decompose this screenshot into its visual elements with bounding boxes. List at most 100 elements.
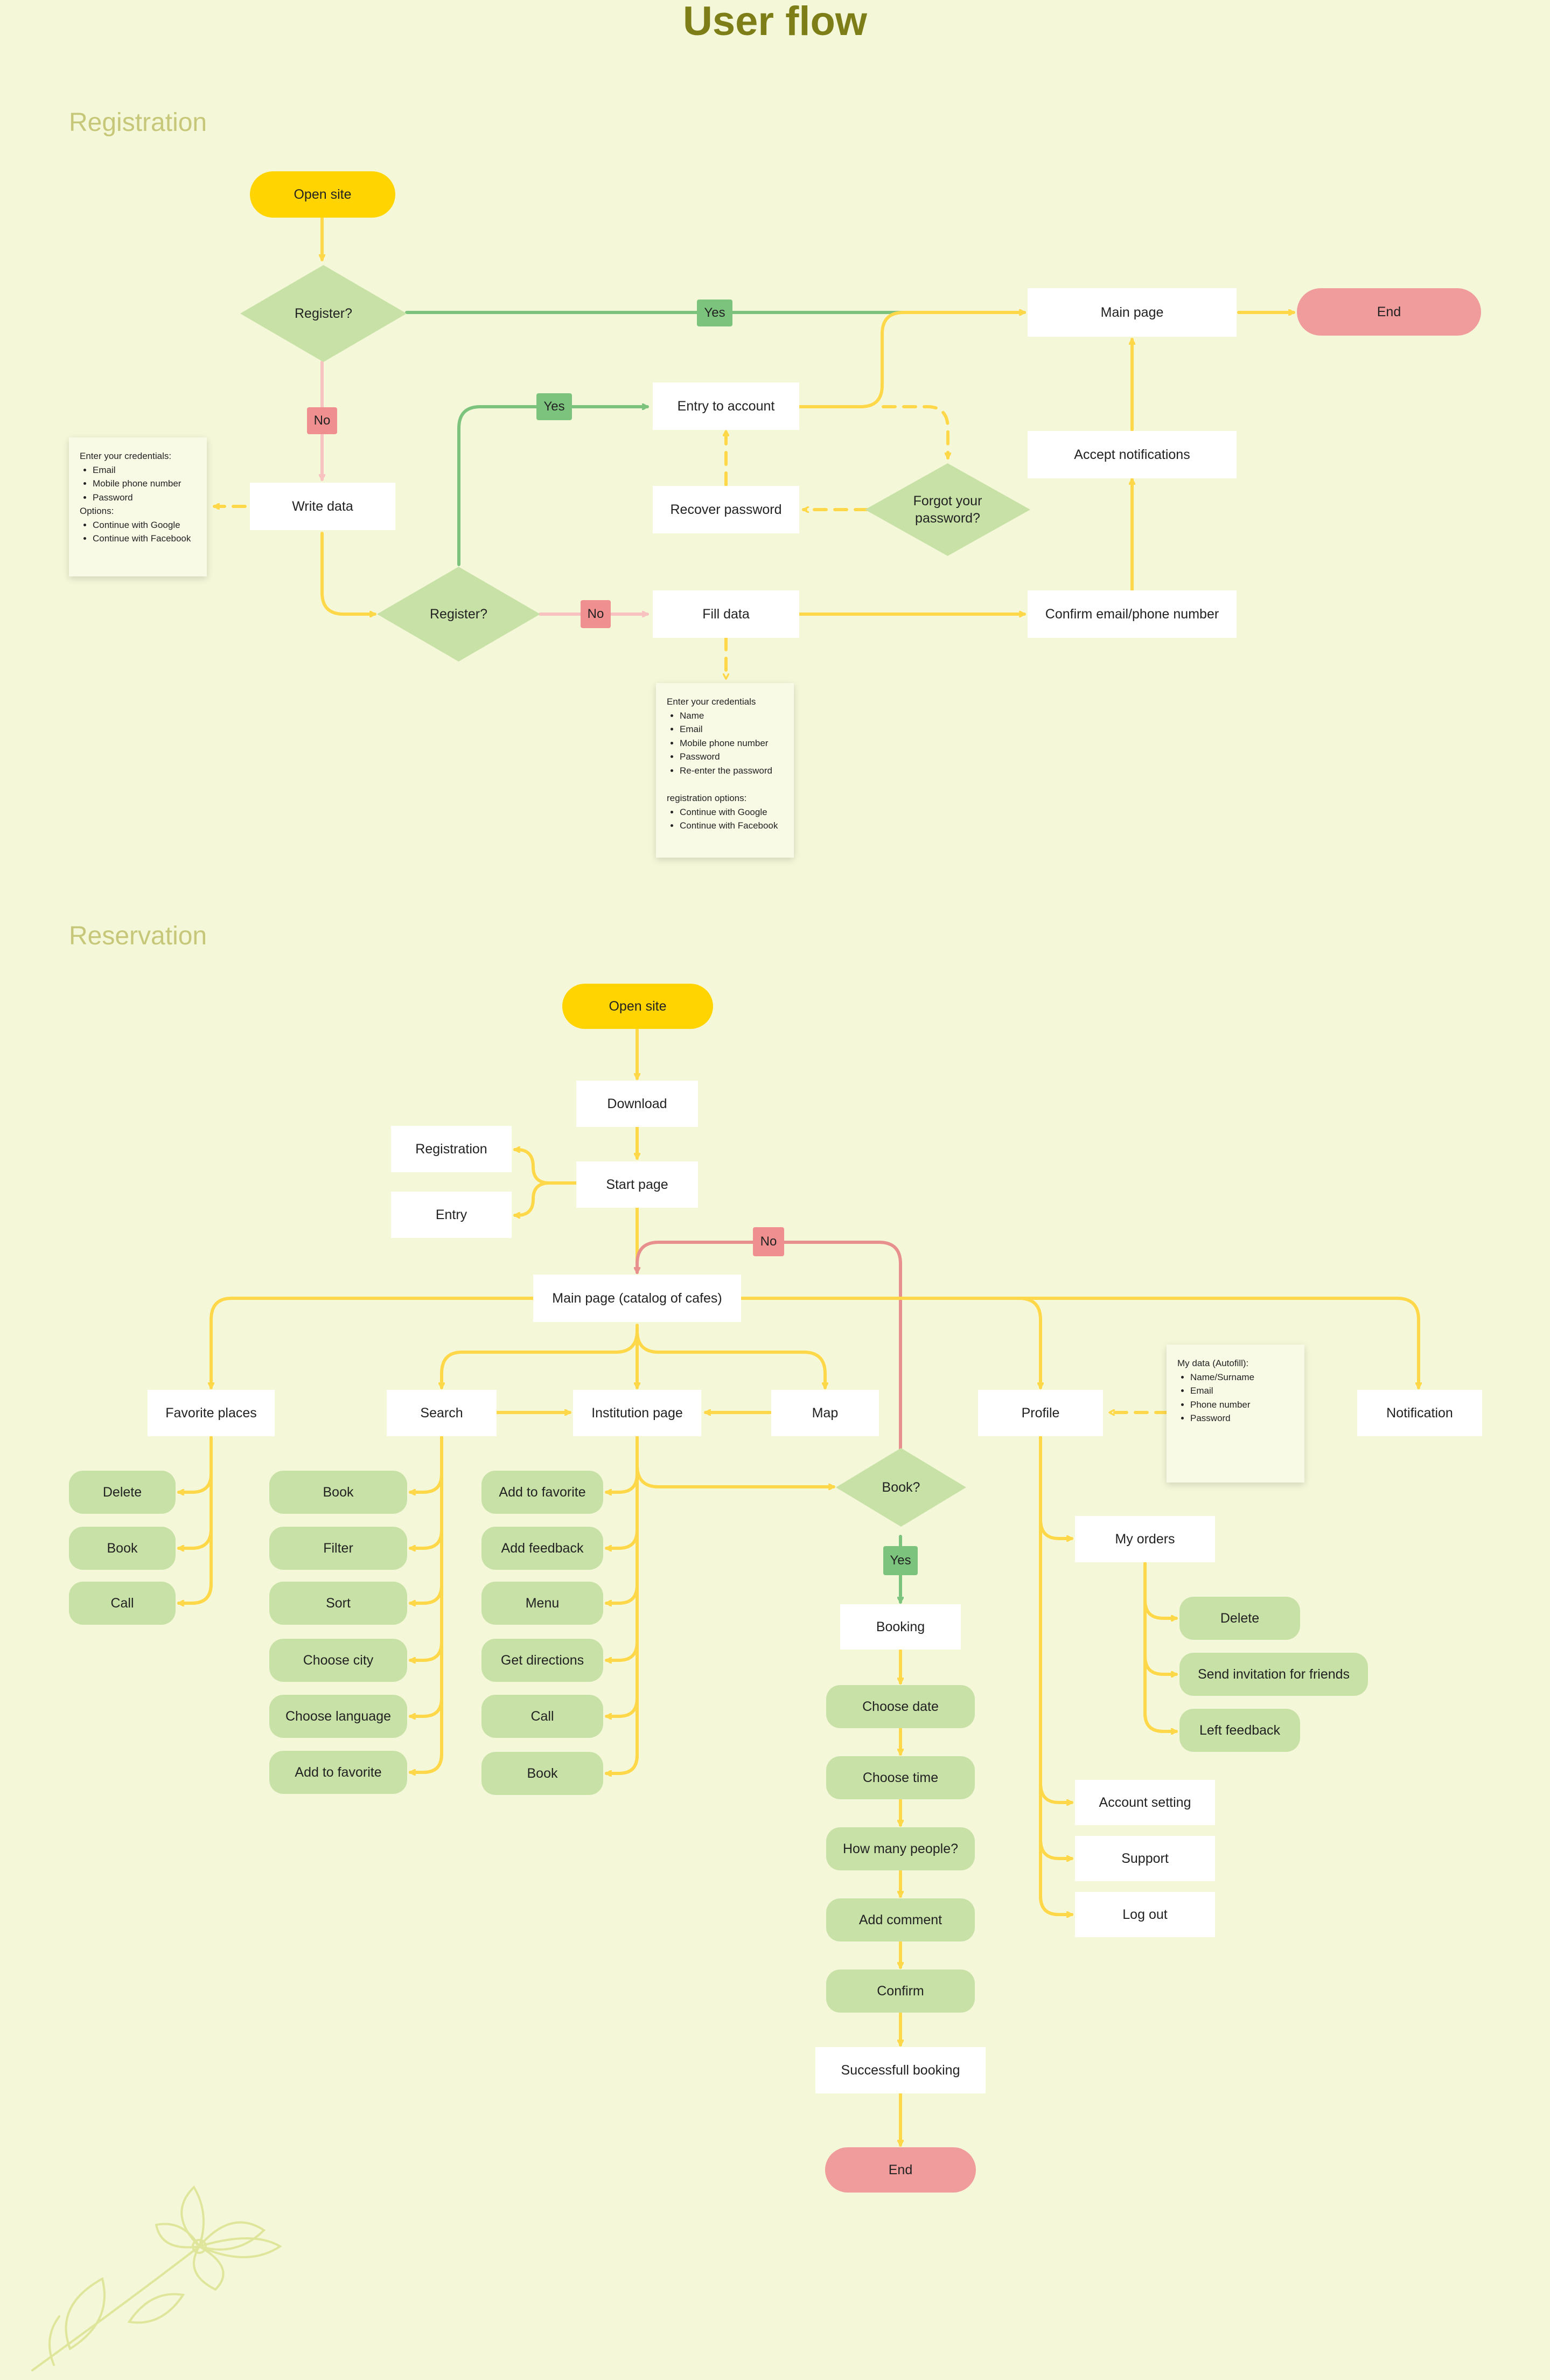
note-list: Name Email Mobile phone number Password … <box>667 709 783 778</box>
res-account-setting-node: Account setting <box>1075 1780 1215 1825</box>
res-order-left-feedback: Left feedback <box>1179 1709 1300 1752</box>
note-item: Phone number <box>1190 1398 1294 1412</box>
note-options-list: Continue with Google Continue with Faceb… <box>667 805 783 833</box>
note-option: Continue with Google <box>93 518 196 532</box>
page-title: User flow <box>682 0 868 44</box>
res-download-node: Download <box>576 1081 698 1127</box>
note-item: Email <box>680 722 783 736</box>
res-institution-page-node: Institution page <box>573 1390 701 1436</box>
note-item: Password <box>1190 1411 1294 1425</box>
section-title-reservation: Reservation <box>69 922 207 950</box>
diamond-shape-icon <box>836 1448 966 1527</box>
res-start-page-node: Start page <box>576 1161 698 1208</box>
res-institution-get-directions: Get directions <box>481 1639 603 1682</box>
res-favorites-book: Book <box>69 1527 176 1570</box>
res-book-decision: Book? <box>836 1448 966 1527</box>
reg-register-decision-1-label: Register? <box>295 305 352 321</box>
note-option: Continue with Google <box>680 805 783 819</box>
reg-accept-notifications-node: Accept notifications <box>1028 431 1237 478</box>
flower-illustration-icon <box>31 2185 282 2371</box>
note-option: Continue with Facebook <box>93 532 196 546</box>
res-end-node: End <box>825 2147 976 2193</box>
res-map-node: Map <box>771 1390 879 1436</box>
reg-register-decision-1: Register? <box>240 265 407 362</box>
note-heading: My data (Autofill): <box>1177 1358 1249 1368</box>
res-booking-node: Booking <box>840 1604 961 1650</box>
res-order-delete: Delete <box>1179 1597 1300 1640</box>
note-item: Re-enter the password <box>680 764 783 778</box>
note-item: Name/Surname <box>1190 1370 1294 1384</box>
reg-fill-data-node: Fill data <box>653 590 799 638</box>
reg-login-credentials-note: Enter your credentials: Email Mobile pho… <box>69 437 207 576</box>
res-entry-node: Entry <box>391 1192 512 1238</box>
note-item: Email <box>1190 1384 1294 1398</box>
res-institution-add-feedback: Add feedback <box>481 1527 603 1570</box>
note-list: Name/Surname Email Phone number Password <box>1177 1370 1294 1425</box>
res-institution-menu: Menu <box>481 1582 603 1625</box>
note-item: Email <box>93 463 196 477</box>
reg-recover-password-node: Recover password <box>653 486 799 533</box>
note-option: Continue with Facebook <box>680 819 783 833</box>
res-successful-booking-node: Successfull booking <box>815 2047 986 2093</box>
res-search-filter: Filter <box>269 1527 407 1570</box>
res-registration-node: Registration <box>391 1126 512 1172</box>
reg-register-decision-2: Register? <box>377 567 540 662</box>
reg-no-badge-2: No <box>581 600 611 628</box>
reg-open-site-node: Open site <box>250 171 395 218</box>
res-favorite-places-node: Favorite places <box>148 1390 275 1436</box>
res-booking-confirm: Confirm <box>826 1970 975 2013</box>
reg-main-page-node: Main page <box>1028 288 1237 337</box>
reg-yes-badge-1: Yes <box>697 300 732 326</box>
reg-write-data-node: Write data <box>250 483 395 530</box>
note-options-list: Continue with Google Continue with Faceb… <box>80 518 196 546</box>
res-search-add-to-favorite: Add to favorite <box>269 1751 407 1794</box>
note-item: Name <box>680 709 783 723</box>
diamond-shape-icon <box>240 265 407 362</box>
reg-forgot-password-decision: Forgot your password? <box>865 463 1030 556</box>
diamond-shape-icon <box>865 463 1030 556</box>
res-search-sort: Sort <box>269 1582 407 1625</box>
reg-no-badge-1: No <box>307 407 337 434</box>
res-search-book: Book <box>269 1471 407 1514</box>
res-order-send-invitation: Send invitation for friends <box>1179 1653 1368 1696</box>
section-title-registration: Registration <box>69 108 207 137</box>
reg-end-node: End <box>1297 288 1481 336</box>
res-institution-call: Call <box>481 1695 603 1738</box>
res-booking-add-comment: Add comment <box>826 1898 975 1941</box>
note-options-heading: Options: <box>80 506 114 516</box>
res-yes-badge: Yes <box>883 1546 918 1575</box>
res-notification-node: Notification <box>1357 1390 1482 1436</box>
res-book-decision-label: Book? <box>882 1479 920 1495</box>
reg-forgot-password-label: Forgot your password? <box>913 493 982 526</box>
diamond-shape-icon <box>377 567 540 662</box>
note-heading: Enter your credentials <box>667 697 756 707</box>
note-item: Mobile phone number <box>680 736 783 750</box>
res-open-site-node: Open site <box>562 984 713 1029</box>
res-search-choose-language: Choose language <box>269 1695 407 1738</box>
note-item: Password <box>93 491 196 505</box>
res-profile-data-note: My data (Autofill): Name/Surname Email P… <box>1167 1345 1304 1483</box>
res-booking-people-count: How many people? <box>826 1827 975 1870</box>
reg-yes-badge-2: Yes <box>536 393 572 420</box>
res-favorites-delete: Delete <box>69 1471 176 1514</box>
res-main-page-node: Main page (catalog of cafes) <box>533 1275 741 1322</box>
note-list: Email Mobile phone number Password <box>80 463 196 505</box>
res-my-orders-node: My orders <box>1075 1516 1215 1562</box>
res-institution-add-to-favorite: Add to favorite <box>481 1471 603 1514</box>
res-log-out-node: Log out <box>1075 1892 1215 1937</box>
res-profile-node: Profile <box>978 1390 1103 1436</box>
res-no-badge: No <box>753 1227 784 1256</box>
reg-register-decision-2-label: Register? <box>430 606 487 622</box>
reg-entry-to-account-node: Entry to account <box>653 382 799 430</box>
res-support-node: Support <box>1075 1836 1215 1881</box>
res-search-choose-city: Choose city <box>269 1639 407 1682</box>
note-options-heading: registration options: <box>667 793 747 803</box>
res-institution-book: Book <box>481 1752 603 1795</box>
res-search-node: Search <box>387 1390 497 1436</box>
res-booking-choose-time: Choose time <box>826 1756 975 1799</box>
note-item: Password <box>680 750 783 764</box>
note-item: Mobile phone number <box>93 477 196 491</box>
note-heading: Enter your credentials: <box>80 451 172 461</box>
reg-confirm-contact-node: Confirm email/phone number <box>1028 590 1237 638</box>
